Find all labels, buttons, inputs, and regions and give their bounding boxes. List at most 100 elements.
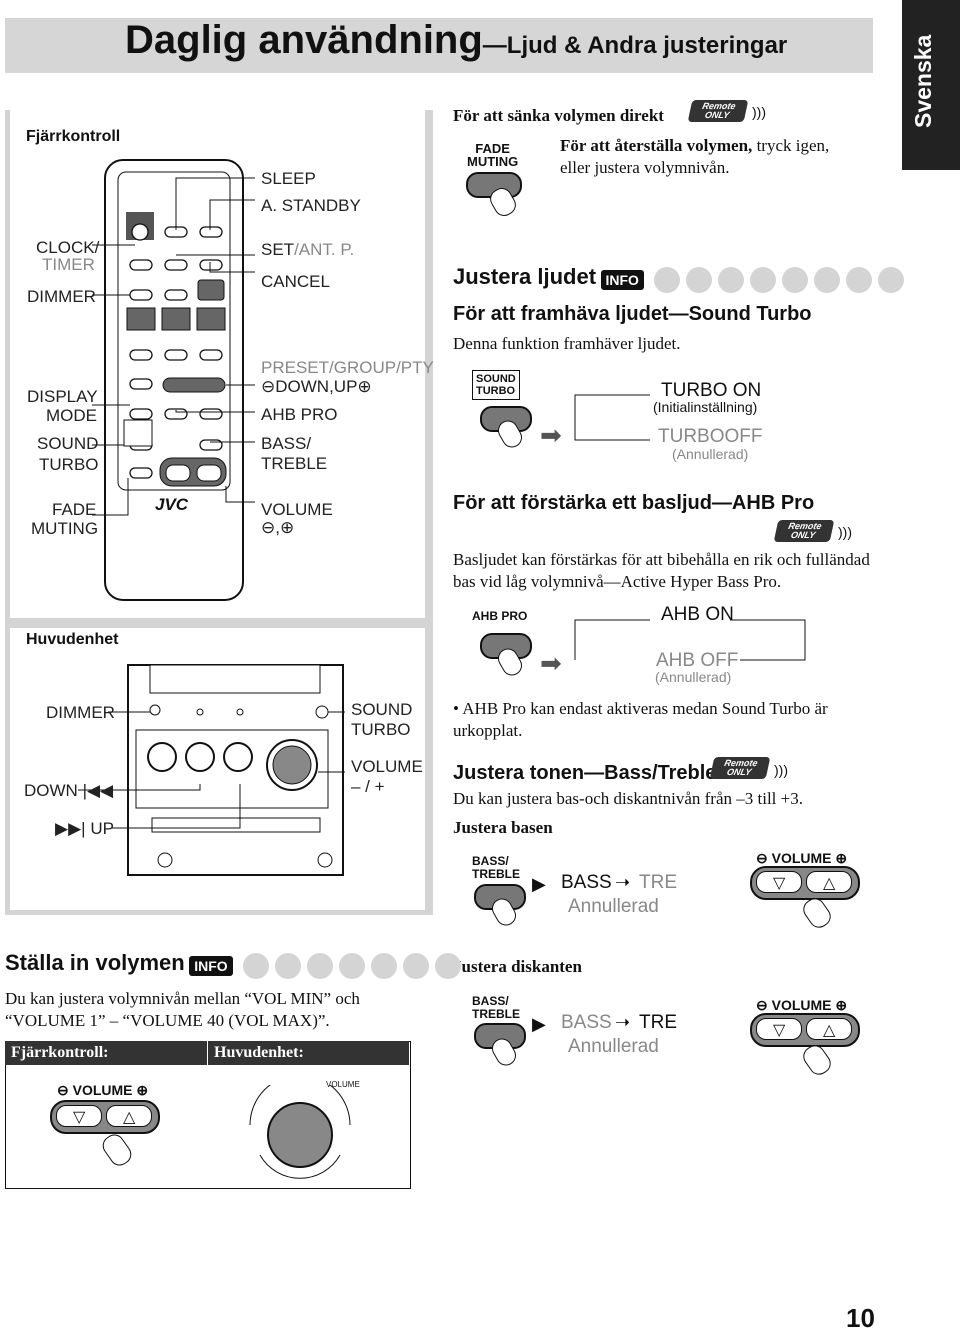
col-remote: Fjärrkontroll: (5, 1041, 207, 1065)
label-preset: PRESET/GROUP/PTY (261, 358, 434, 377)
plus-icon: ⊕ (835, 997, 848, 1013)
remote-heading: Fjärrkontroll (26, 128, 121, 145)
label-display: DISPLAY (27, 387, 98, 406)
fade-heading: För att sänka volymen direkt (453, 106, 664, 125)
bass-treble-button-label: BASS/TREBLE (472, 854, 520, 881)
bass-treble-button-label: BASS/TREBLE (472, 994, 520, 1021)
label-sound: SOUND (37, 434, 99, 453)
header-bar (5, 18, 873, 73)
turbo-off: TURBOOFF (658, 426, 763, 447)
signal-icon: ))) (838, 524, 852, 540)
info-badge: INFO (600, 269, 644, 290)
volume-up-button[interactable]: △ (806, 1018, 852, 1040)
signal-icon: ))) (752, 104, 766, 120)
label-ahbpro: AHB PRO (261, 405, 338, 424)
minus-icon: ⊖ (756, 850, 768, 866)
label-volume-keys: ⊖,⊕ (261, 518, 295, 537)
volume-down-button[interactable]: ▽ (756, 871, 802, 893)
page-number: 10 (846, 1303, 875, 1333)
plus-icon: ⊕ (357, 377, 372, 396)
sound-heading: Justera ljudet INFO (453, 264, 905, 293)
label-sleep: SLEEP (261, 169, 316, 188)
main-unit-heading: Huvudenhet (26, 631, 119, 648)
volume-up-button[interactable]: △ (806, 871, 852, 893)
label-volume: VOLUME (261, 500, 333, 519)
label-clock: CLOCK/ (36, 238, 100, 257)
unit-label-volume: VOLUME (351, 757, 423, 776)
label-dimmer: DIMMER (27, 287, 96, 306)
ahb-desc: Basljudet kan förstärkas för att bibehål… (453, 550, 870, 591)
label-fade: FADE (52, 500, 97, 519)
knob-label: VOLUME (326, 1080, 360, 1089)
page-title: Daglig användning—Ljud & Andra justering… (125, 18, 788, 62)
label-set: SET/ANT. P. (261, 240, 355, 259)
unit-label-dimmer: DIMMER (46, 703, 115, 722)
fade-text: För att återställa volymen, tryck igen, … (560, 136, 830, 177)
arrow-icon: ▶ (532, 874, 546, 894)
minus-icon: ⊖ (756, 997, 768, 1013)
ahb-heading: För att förstärka ett basljud—AHB Pro (453, 492, 815, 514)
arrow-icon: ➡ (540, 420, 562, 450)
label-standby: A. STANDBY (261, 196, 361, 215)
signal-icon: ))) (774, 762, 788, 778)
treble-heading: Justera diskanten (453, 957, 582, 976)
ahb-off: AHB OFF (656, 650, 739, 671)
volume-key-label: ⊖ VOLUME ⊕ (756, 850, 848, 866)
label-mode: MODE (46, 406, 97, 425)
ahb-button-label: AHB PRO (472, 609, 528, 623)
tone-heading: Justera tonen—Bass/Treble (453, 762, 717, 784)
cancel-option: Annullerad (568, 896, 659, 917)
unit-label-down: DOWN |◀◀ (24, 781, 114, 800)
label-cancel: CANCEL (261, 272, 330, 291)
minus-icon: ⊖ (57, 1082, 69, 1098)
volume-up-button[interactable]: △ (106, 1105, 152, 1127)
language-tab: Svenska (902, 0, 960, 170)
turbo-on: TURBO ON (661, 380, 762, 401)
bass-heading: Justera basen (453, 818, 553, 837)
prev-track-icon: |◀◀ (82, 781, 114, 800)
plus-icon: ⊕ (279, 518, 295, 537)
turbo-on-note: (Initialinställning) (653, 399, 758, 415)
volume-knob[interactable] (230, 1085, 370, 1185)
cycle-diagram (574, 394, 650, 441)
ahb-on: AHB ON (661, 604, 734, 625)
label-timer: TIMER (42, 255, 95, 274)
next-track-icon: ▶▶| (55, 819, 86, 838)
sound-turbo-heading: För att framhäva ljudet—Sound Turbo (453, 303, 812, 325)
volume-desc: Du kan justera volymnivån mellan “VOL MI… (5, 989, 360, 1030)
bass-option: BASS (561, 872, 612, 893)
volume-keys[interactable]: ▽△ (50, 1100, 160, 1134)
volume-heading: Ställa in volymen INFO (5, 950, 462, 979)
cycle-diagram (574, 619, 806, 661)
label-bass: BASS/ (261, 434, 312, 453)
turbo-off-note: (Annullerad) (672, 446, 749, 462)
unit-label-turbo: TURBO (351, 720, 411, 739)
volume-key-label: ⊖ VOLUME ⊕ (57, 1082, 149, 1098)
label-downup: ⊖DOWN,UP⊕ (261, 377, 372, 396)
brand-logo: JVC (155, 495, 189, 514)
label-turbo: TURBO (39, 455, 99, 474)
volume-keys[interactable]: ▽△ (750, 866, 860, 900)
volume-down-button[interactable]: ▽ (756, 1018, 802, 1040)
col-main-unit: Huvudenhet: (207, 1041, 409, 1065)
ahb-note: • AHB Pro kan endast aktiveras medan Sou… (453, 699, 828, 740)
sound-turbo-desc: Denna funktion framhäver ljudet. (453, 334, 681, 353)
unit-label-up: ▶▶| UP (55, 819, 114, 838)
info-badge: INFO (189, 955, 233, 976)
volume-down-button[interactable]: ▽ (56, 1105, 102, 1127)
tone-desc: Du kan justera bas-och diskantnivån från… (453, 789, 803, 808)
remote-drawing (78, 159, 345, 876)
minus-icon: ⊖ (261, 377, 276, 396)
label-treble: TREBLE (261, 454, 328, 473)
label-muting: MUTING (31, 519, 99, 538)
volume-keys[interactable]: ▽△ (750, 1013, 860, 1047)
arrow-icon: ➡ (540, 648, 562, 678)
plus-icon: ⊕ (835, 850, 848, 866)
arrow-icon: ▶ (532, 1014, 546, 1034)
ahb-off-note: (Annullerad) (655, 669, 732, 685)
